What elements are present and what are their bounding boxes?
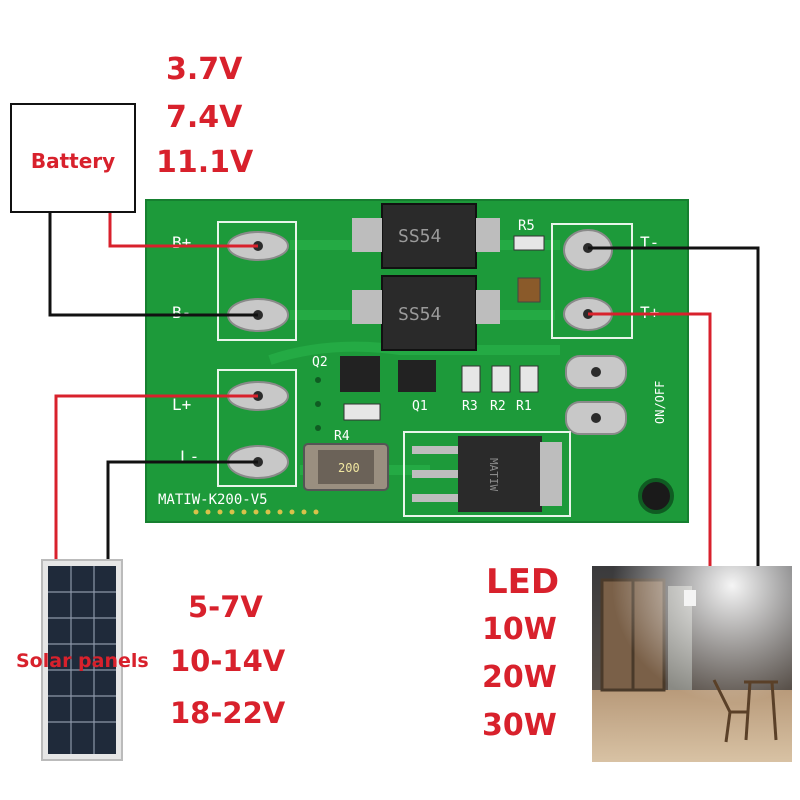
diode-2-label: SS54 [398, 304, 441, 325]
wire-led-positive [588, 312, 712, 566]
led-scene-image [592, 566, 792, 762]
wire-led-negative [588, 246, 760, 566]
wire-battery-positive [108, 213, 258, 248]
regulator: MATIW [403, 431, 571, 517]
silk-r5: R5 [518, 218, 535, 234]
diode-ss54-2: SS54 [352, 275, 500, 351]
silk-r2: R2 [490, 399, 506, 414]
solar-voltage-1: 5-7V [188, 590, 263, 624]
silk-r4: R4 [334, 429, 350, 444]
silk-b-plus: B+ [172, 233, 191, 252]
wire-battery-negative [48, 213, 258, 317]
inductor: 200 [303, 443, 389, 491]
led-wattage-2: 20W [482, 660, 557, 695]
solar-label: Solar panels [16, 650, 149, 672]
transistor-q2: Q2 [312, 355, 380, 392]
terminal-box-led [551, 223, 633, 339]
terminal-box-solar [217, 369, 297, 487]
mount-hole [638, 478, 674, 514]
silk-q1: Q1 [412, 399, 428, 414]
resistor-r4-body [343, 403, 381, 421]
led-wattage-1: 10W [482, 612, 557, 647]
battery-voltage-1: 3.7V [166, 52, 243, 87]
silk-q2: Q2 [312, 355, 328, 370]
inductor-code: 200 [338, 461, 360, 475]
silk-b-minus: B- [172, 303, 191, 322]
solar-voltage-2: 10-14V [170, 644, 286, 678]
led-label: LED [486, 562, 560, 602]
silk-r3: R3 [462, 399, 478, 414]
led-wattage-3: 30W [482, 708, 557, 743]
solar-panel-image [41, 559, 123, 761]
silk-l-plus: L+ [172, 395, 191, 414]
battery-box: Battery [10, 103, 136, 213]
silk-r1: R1 [516, 399, 532, 414]
wire-solar-negative [106, 460, 258, 562]
capacitor-small [517, 277, 541, 303]
regulator-marking: MATIW [487, 458, 500, 491]
resistor-r5-body [513, 235, 545, 251]
diode-1-label: SS54 [398, 226, 441, 247]
solar-voltage-3: 18-22V [170, 696, 286, 730]
wire-solar-positive [54, 394, 258, 562]
silk-switch-label: ON/OFF [653, 381, 667, 424]
battery-label: Battery [30, 149, 116, 173]
transistor-q1: Q1 [398, 360, 436, 414]
terminal-box-battery [217, 221, 297, 341]
silk-model: MATIW-K200-V5 [158, 492, 268, 508]
battery-voltage-2: 7.4V [166, 100, 243, 135]
battery-voltage-3: 11.1V [156, 145, 254, 180]
diode-ss54-1: SS54 [352, 203, 500, 269]
